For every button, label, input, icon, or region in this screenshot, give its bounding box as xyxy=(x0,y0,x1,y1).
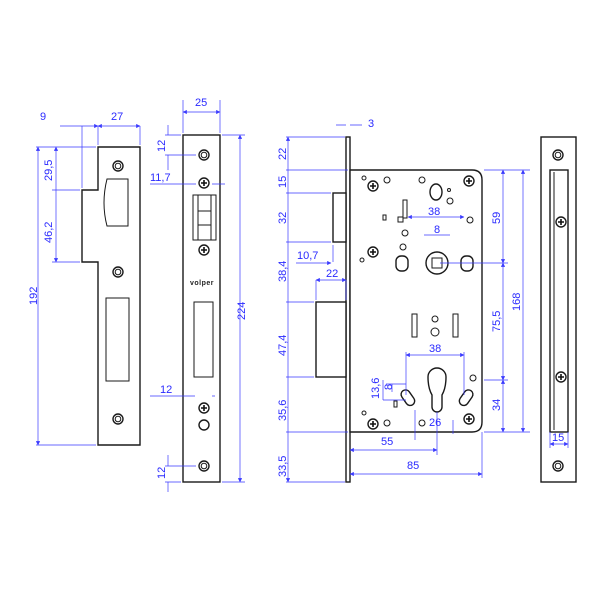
face-plate: volper 25 12 11,7 12 12 224 xyxy=(150,97,248,492)
dim-12-mid: 12 xyxy=(160,384,172,396)
lock-body: 3 22 15 32 38,4 47,4 35,6 33,5 10,7 22 3… xyxy=(277,118,530,483)
dim-8-side: 8 xyxy=(383,384,395,390)
dim-12-bottom: 12 xyxy=(156,467,168,479)
dim-224: 224 xyxy=(236,302,248,320)
dim-25: 25 xyxy=(195,97,207,109)
dim-9: 9 xyxy=(40,111,46,123)
dim-47-4: 47,4 xyxy=(277,335,289,356)
dim-22b: 22 xyxy=(326,268,338,280)
dim-46-2: 46,2 xyxy=(43,222,55,243)
dim-13-6: 13,6 xyxy=(370,378,382,399)
dim-26: 26 xyxy=(429,417,441,429)
dim-192: 192 xyxy=(28,287,40,305)
strike-plate: 9 27 29,5 46,2 192 xyxy=(28,111,141,446)
dim-11-7: 11,7 xyxy=(150,172,171,184)
dim-34: 34 xyxy=(491,399,503,411)
dim-85: 85 xyxy=(407,460,419,472)
dim-168: 168 xyxy=(511,293,523,311)
dim-55: 55 xyxy=(381,436,393,448)
dim-15: 15 xyxy=(277,176,289,188)
dim-35-6: 35,6 xyxy=(277,400,289,421)
side-view: 15 xyxy=(540,136,577,483)
dim-12-top: 12 xyxy=(156,140,168,152)
dim-29-5: 29,5 xyxy=(43,160,55,181)
dim-10-7: 10,7 xyxy=(297,250,318,262)
dim-22: 22 xyxy=(277,148,289,160)
dim-38-4: 38,4 xyxy=(277,261,289,282)
dim-3: 3 xyxy=(368,118,374,130)
dim-27: 27 xyxy=(111,111,123,123)
dim-38-top: 38 xyxy=(428,206,440,218)
dim-38-bottom: 38 xyxy=(429,343,441,355)
dim-15-side: 15 xyxy=(552,432,564,444)
dim-59: 59 xyxy=(491,212,503,224)
brand-logo: volper xyxy=(190,280,214,287)
dim-32: 32 xyxy=(277,212,289,224)
dim-8-top: 8 xyxy=(434,224,440,236)
dim-75-5: 75,5 xyxy=(491,311,503,332)
dim-33-5: 33,5 xyxy=(277,456,289,477)
